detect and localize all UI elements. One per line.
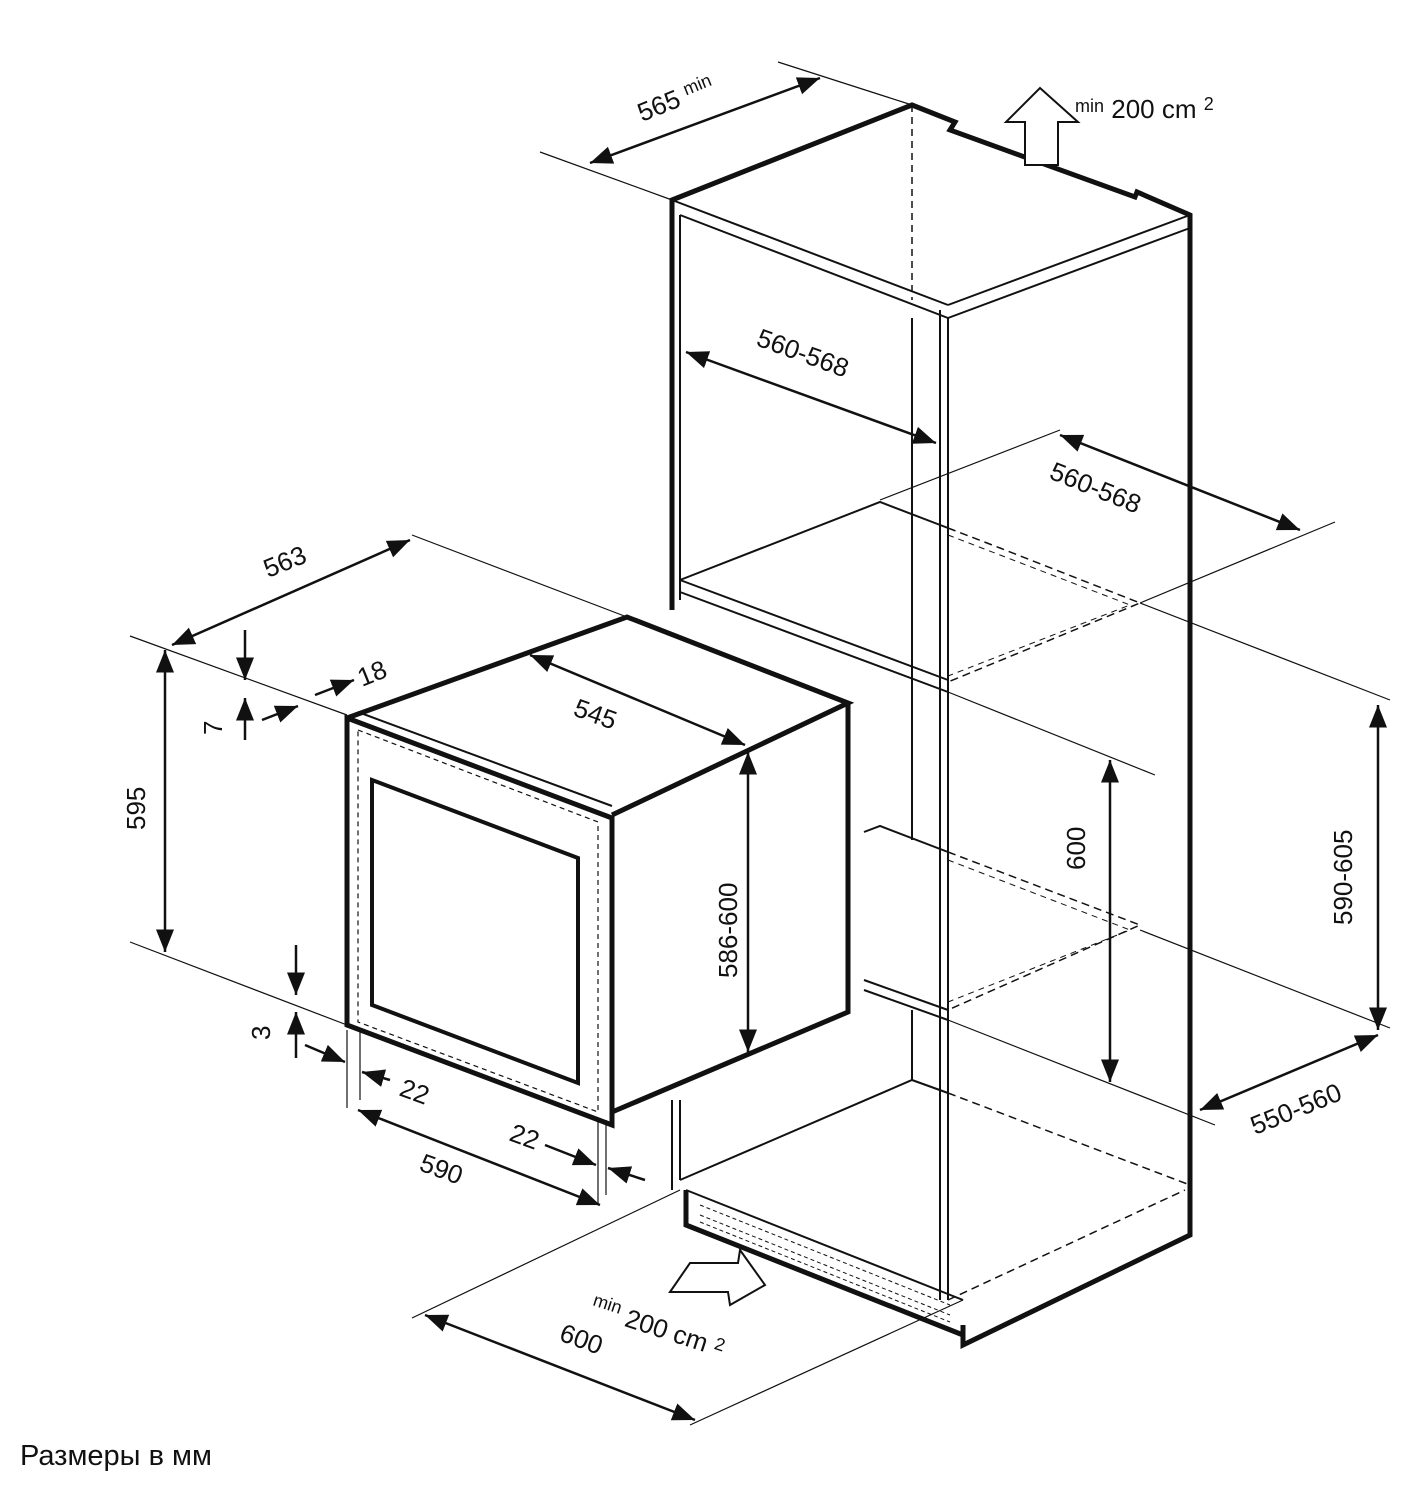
label-18: 18 (353, 654, 391, 693)
label-595: 595 (121, 787, 151, 830)
svg-text:min 200 cm 2: min 200 cm 2 (587, 1282, 731, 1363)
oven-window (370, 777, 580, 1086)
oven (344, 614, 855, 1129)
plinth-vent (683, 1190, 964, 1338)
label-586-600: 586-600 (713, 883, 743, 978)
svg-text:565 min: 565 min (633, 70, 718, 128)
label-563: 563 (259, 539, 310, 583)
label-7: 7 (198, 721, 228, 735)
label-inner-width-top: 560-568 (753, 322, 853, 383)
label-22-right: 22 (506, 1117, 543, 1155)
svg-text:min 200 cm 2: min 200 cm 2 (1075, 88, 1214, 124)
label-22-left: 22 (396, 1072, 433, 1110)
label-565: 565 (633, 83, 684, 127)
cabinet-outline (669, 102, 1193, 1349)
label-vent-bottom-min: min (591, 1290, 625, 1318)
label-590: 590 (416, 1147, 467, 1190)
oven-front (344, 714, 615, 1129)
label-niche-depth: 550-560 (1246, 1077, 1346, 1141)
units-caption: Размеры в мм (20, 1440, 212, 1472)
label-vent-top-min: min (1075, 96, 1104, 116)
label-cabinet-width: 600 (556, 1317, 607, 1360)
dimension-arrows (156, 76, 1387, 1422)
vent-in-arrow-icon (668, 1247, 767, 1307)
cabinet (669, 102, 1193, 1349)
label-545: 545 (570, 692, 621, 735)
label-niche-height: 600 (1061, 827, 1091, 870)
vent-up-arrow-icon (1003, 86, 1081, 166)
dimension-labels: 565 min min 200 cm 2 560-568 560-568 600… (121, 70, 1358, 1363)
label-niche-height-range: 590-605 (1328, 830, 1358, 925)
label-3: 3 (246, 1026, 276, 1040)
label-inner-width-mid: 560-568 (1046, 456, 1146, 520)
